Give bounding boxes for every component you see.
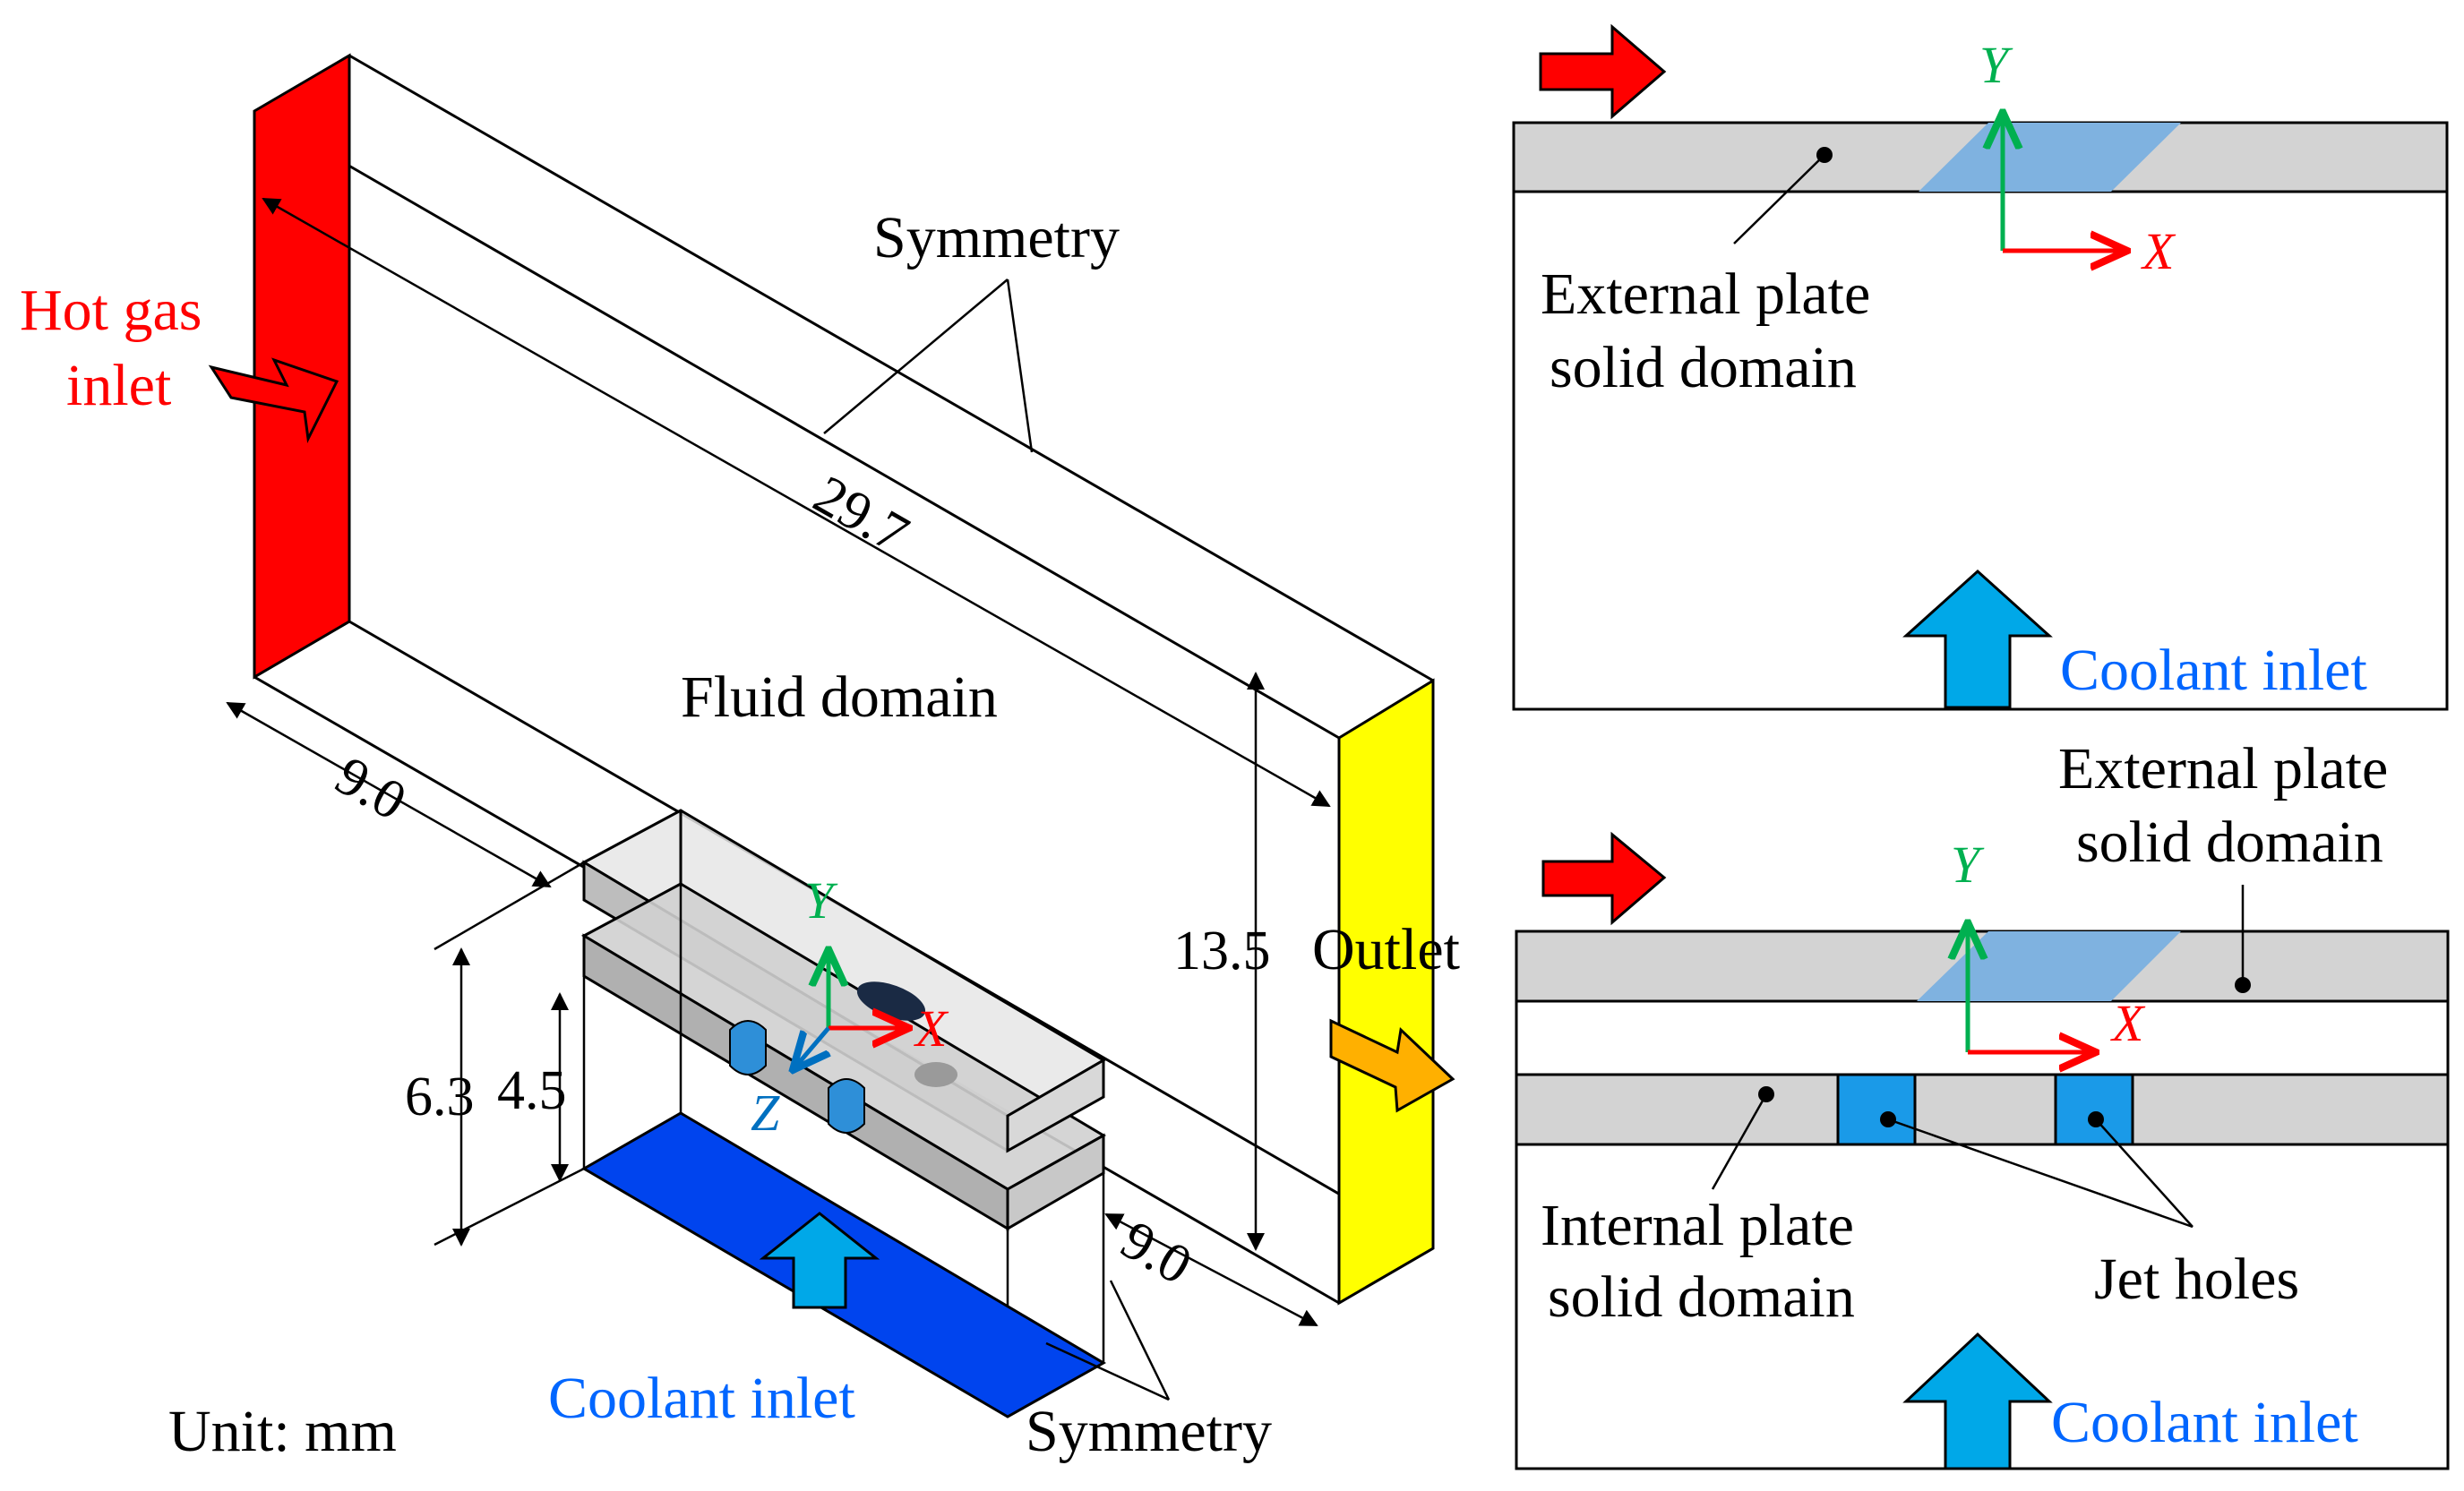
axis-y-label-3d: Y (804, 871, 838, 930)
top-axis-y-label: Y (1979, 36, 2013, 94)
dimension-height: 13.5 (1173, 672, 1271, 1251)
top-axis-x-label: X (2141, 222, 2176, 280)
dimension-width-bottom-label: 9.0 (1111, 1209, 1201, 1296)
hot-gas-inlet-label-line2: inlet (66, 353, 171, 418)
dimension-plate-inner-label: 4.5 (497, 1060, 567, 1121)
top-external-plate-label-line1: External plate (1541, 261, 1870, 327)
dimension-width-bottom: 9.0 (1104, 1209, 1318, 1327)
top-coolant-arrow (1902, 569, 2053, 709)
bottom-internal-plate (1515, 1073, 2450, 1146)
top-hot-gas-arrow (1539, 23, 1667, 120)
bottom-axis-y-label: Y (1951, 835, 1985, 894)
bottom-coolant-inlet-label: Coolant inlet (2051, 1390, 2358, 1455)
internal-plate-label-line2: solid domain (1548, 1264, 1855, 1330)
internal-plate-leader (1711, 1093, 1768, 1190)
top-external-leader (1733, 154, 1825, 244)
dimension-plate-outer-label: 6.3 (405, 1067, 475, 1127)
coolant-inlet-arrow-main (759, 1212, 880, 1309)
top-right-panel: Y X External plate solid domain Coolant … (1512, 23, 2449, 711)
jet-holes-label: Jet holes (2094, 1247, 2299, 1312)
axis-x-label-3d: X (914, 999, 949, 1058)
isometric-view: 29.7 9.0 13.5 9.0 (20, 53, 1460, 1464)
axes-3d: Y X Z (751, 871, 949, 1142)
top-coolant-inlet-label: Coolant inlet (2060, 638, 2367, 703)
dimension-plates (434, 861, 585, 1247)
internal-plate-label-line1: Internal plate (1541, 1193, 1854, 1258)
jet-hole-left (1836, 1073, 1917, 1146)
outlet-face (1337, 678, 1435, 1306)
bottom-external-plate-label-line2: solid domain (2076, 810, 2383, 875)
dimension-width-top: 9.0 (226, 701, 552, 888)
bottom-coolant-arrow (1902, 1332, 2053, 1470)
bottom-axes: Y X (1951, 835, 2146, 1052)
axis-z-label-3d: Z (751, 1084, 780, 1142)
bottom-hot-gas-arrow (1541, 831, 1667, 926)
outlet-label: Outlet (1312, 917, 1460, 982)
hot-gas-inlet-label-line1: Hot gas (20, 278, 202, 343)
jet-holes-leader-right (2095, 1118, 2194, 1228)
fluid-domain-label: Fluid domain (681, 664, 998, 730)
hot-gas-inlet-face (253, 53, 351, 680)
symmetry-bottom-leaders (1045, 1280, 1171, 1401)
jet-holes-leader-left (1887, 1118, 2194, 1229)
bottom-external-plate-label-line1: External plate (2058, 736, 2388, 801)
outlet-arrow (1329, 1018, 1455, 1113)
bottom-right-panel: Y X External plate solid domain Internal… (1515, 736, 2450, 1470)
hot-gas-inlet-arrow (208, 357, 339, 444)
symmetry-top-label: Symmetry (873, 205, 1120, 270)
symmetry-top-leaders (823, 278, 1034, 453)
film-hole-shadow (914, 1062, 957, 1087)
top-external-plate-label-line2: solid domain (1550, 335, 1857, 400)
jet-hole-right (2054, 1073, 2134, 1146)
jet-holes-3d (729, 1020, 865, 1134)
coolant-inlet-main-label: Coolant inlet (548, 1366, 855, 1431)
symmetry-bottom-label: Symmetry (1026, 1399, 1272, 1464)
unit-label: Unit: mm (168, 1399, 397, 1464)
dimension-height-label: 13.5 (1173, 921, 1271, 981)
dimension-width-top-label: 9.0 (325, 745, 416, 832)
dimension-length-label: 29.7 (803, 464, 918, 565)
bottom-axis-x-label: X (2110, 994, 2146, 1052)
top-axes: Y X (1979, 36, 2176, 280)
